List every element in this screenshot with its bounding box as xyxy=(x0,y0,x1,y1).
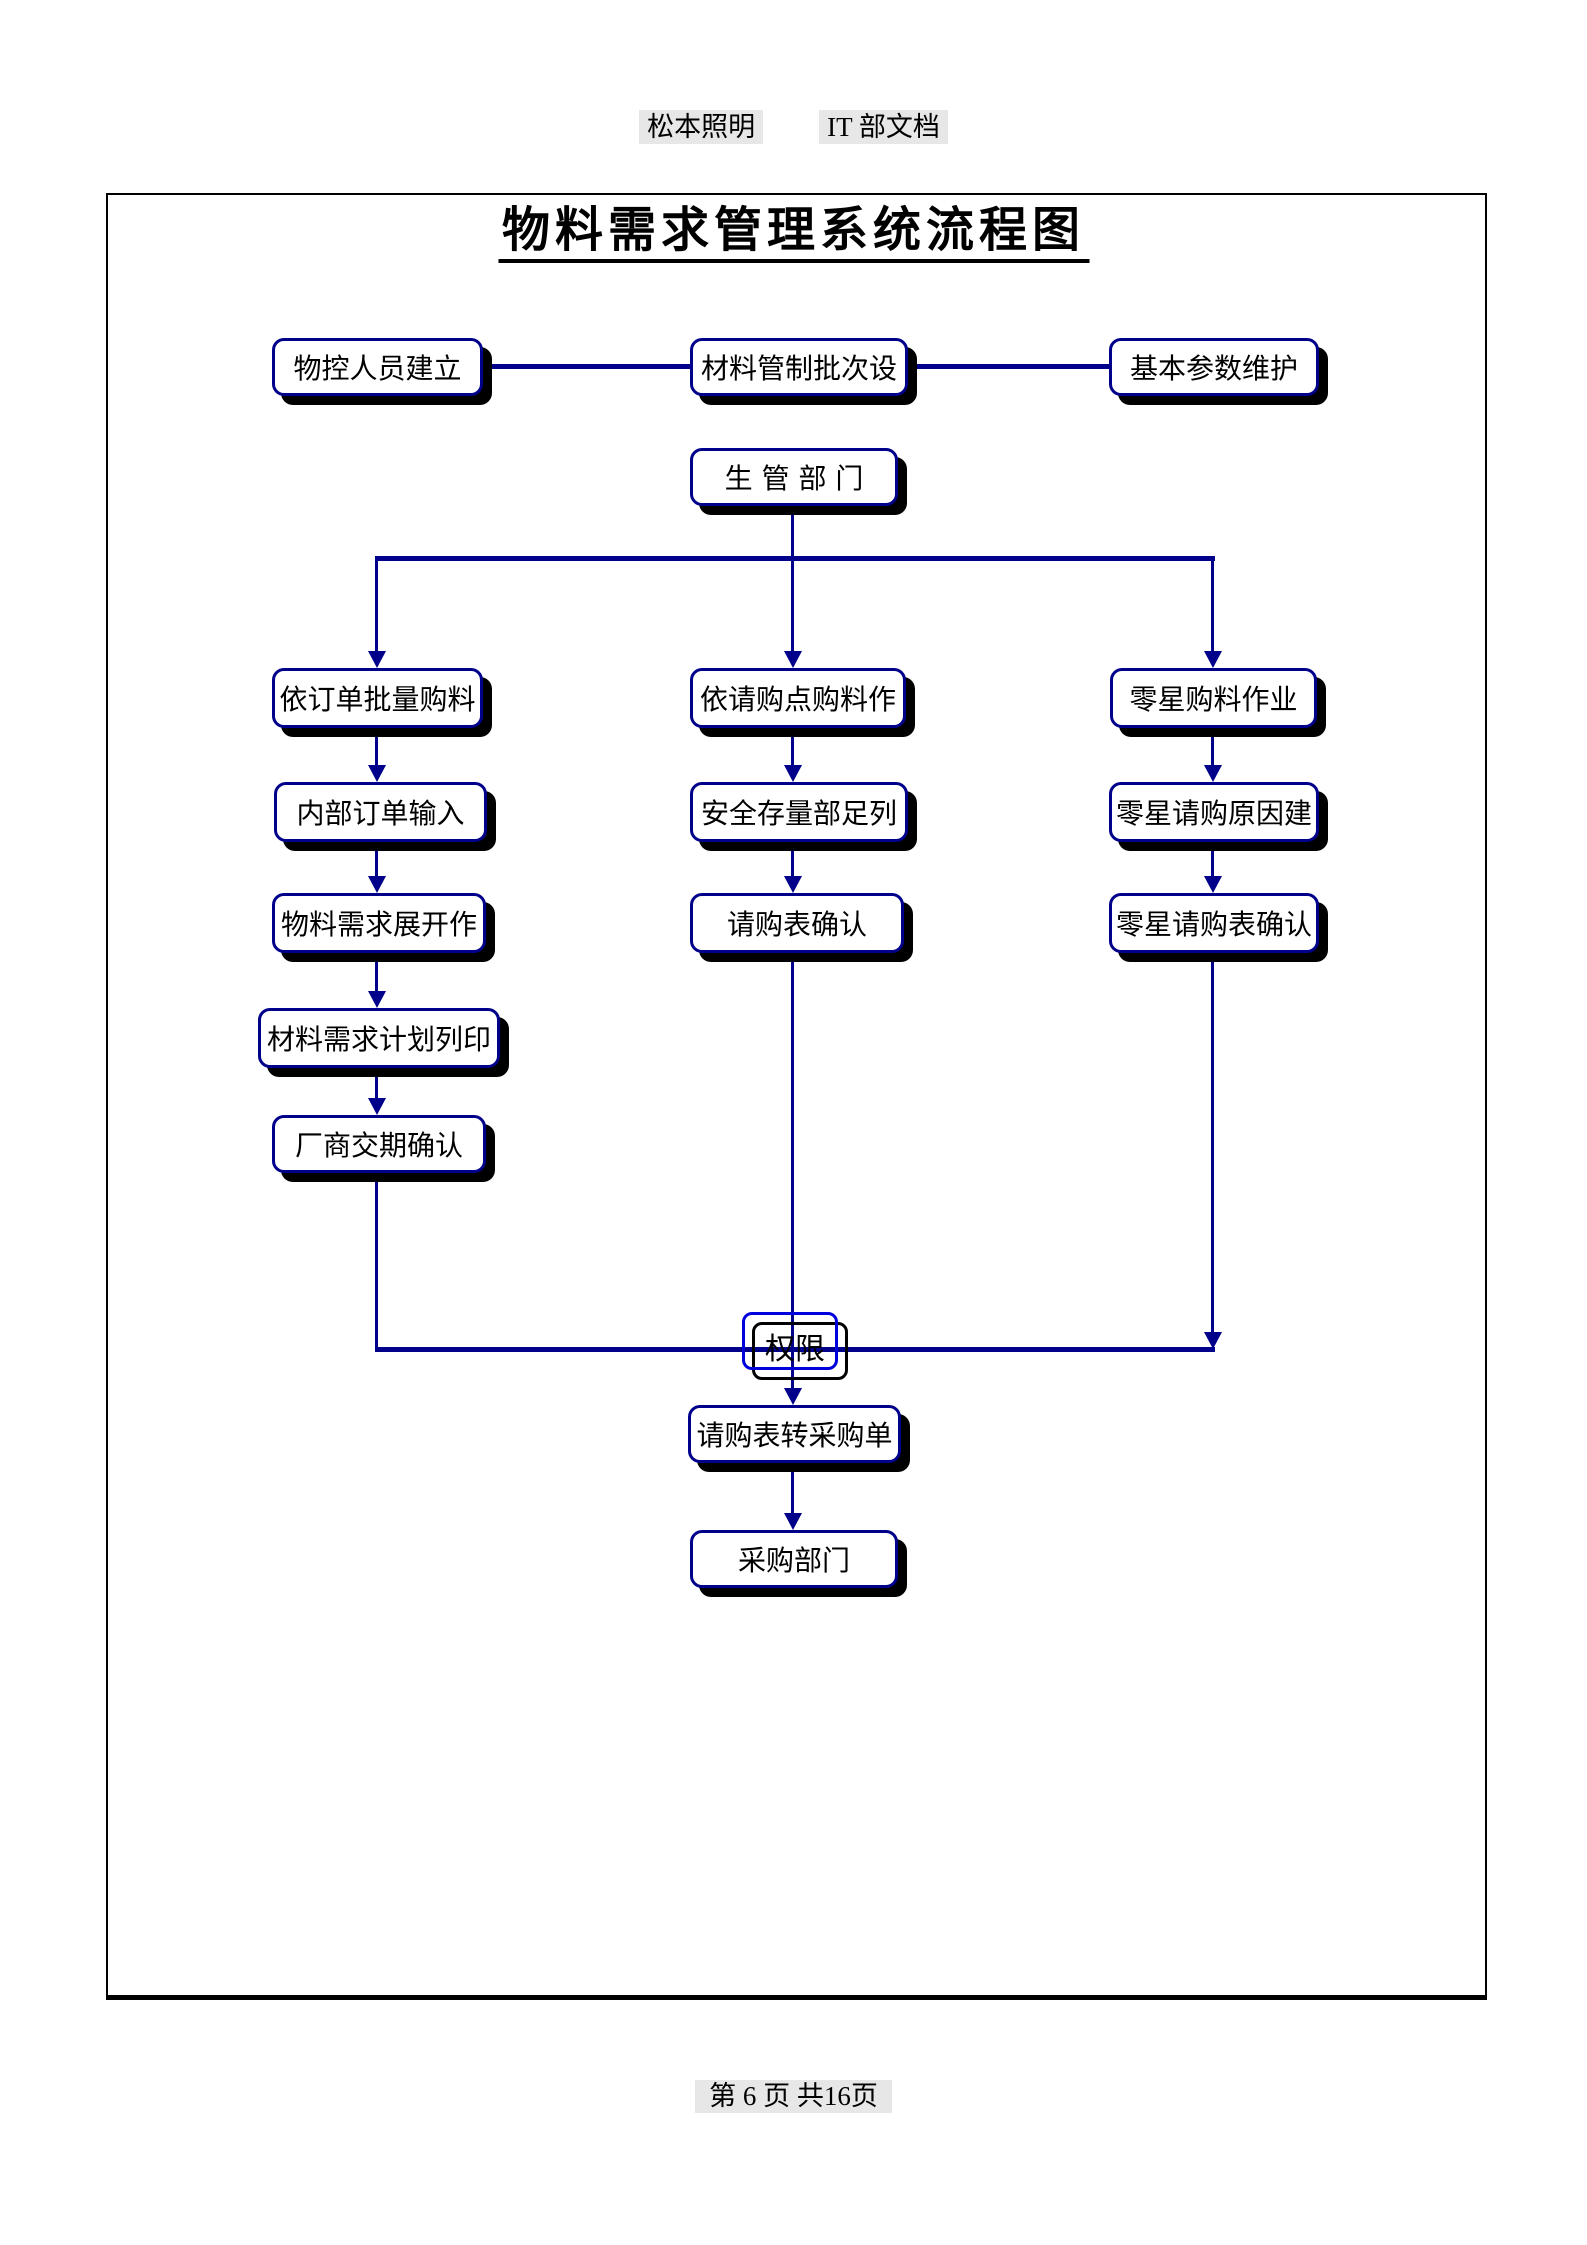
connector-left-to-merge xyxy=(375,1173,378,1351)
connector-branch-right xyxy=(1211,558,1214,652)
connector-left-3 xyxy=(375,953,378,993)
arrowhead-branch-center xyxy=(784,651,802,668)
node-material-requirement-expand: 物料需求展开作 xyxy=(272,893,486,953)
page-header: 松本照明 IT 部文档 xyxy=(0,110,1587,144)
connector-top-right xyxy=(908,364,1109,369)
node-internal-order-entry: 内部订单输入 xyxy=(274,782,487,842)
connector-left-2 xyxy=(375,842,378,878)
permission-box-outline-black xyxy=(752,1322,848,1380)
header-company-name: 松本照明 xyxy=(639,110,764,144)
connector-right-to-merge xyxy=(1211,953,1214,1335)
connector-distribution-bar xyxy=(375,556,1215,561)
header-doc-label: IT 部文档 xyxy=(819,110,948,144)
arrowhead-center-2 xyxy=(784,876,802,893)
connector-production-stem xyxy=(791,506,794,558)
node-order-batch-purchase: 依订单批量购料 xyxy=(272,668,483,728)
node-sporadic-purchase: 零星购料作业 xyxy=(1110,668,1317,728)
connector-center-1 xyxy=(791,728,794,767)
connector-right-1 xyxy=(1211,728,1214,767)
arrowhead-right-1 xyxy=(1204,765,1222,782)
node-mrp-plan-print: 材料需求计划列印 xyxy=(258,1008,500,1068)
node-request-to-purchase-order: 请购表转采购单 xyxy=(688,1405,901,1463)
node-safety-stock-shortage: 安全存量部足列 xyxy=(690,782,908,842)
node-reorder-point-purchase: 依请购点购料作 xyxy=(690,668,906,728)
arrowhead-center-to-po xyxy=(784,1388,802,1405)
arrowhead-left-4 xyxy=(368,1098,386,1115)
connector-right-2 xyxy=(1211,842,1214,878)
node-basic-parameter-maintenance: 基本参数维护 xyxy=(1109,338,1319,396)
permission-box-outline-blue xyxy=(742,1312,838,1370)
page-footer: 第 6 页 共16页 xyxy=(0,2080,1587,2113)
connector-left-1 xyxy=(375,728,378,767)
flowchart-title: 物料需求管理系统流程图 xyxy=(497,204,1090,263)
node-vendor-delivery-confirm: 厂商交期确认 xyxy=(272,1115,486,1173)
node-sporadic-request-confirm: 零星请购表确认 xyxy=(1109,893,1319,953)
arrowhead-left-1 xyxy=(368,765,386,782)
connector-center-2 xyxy=(791,842,794,878)
connector-branch-center xyxy=(791,558,794,652)
arrowhead-branch-right xyxy=(1204,651,1222,668)
node-material-control-setup: 物控人员建立 xyxy=(272,338,483,396)
connector-merge-bar xyxy=(375,1347,1215,1352)
arrowhead-right-to-merge xyxy=(1204,1332,1222,1349)
node-production-dept: 生 管 部 门 xyxy=(690,448,898,506)
page-number: 第 6 页 共16页 xyxy=(695,2080,892,2113)
connector-branch-left xyxy=(375,558,378,652)
connector-left-4 xyxy=(375,1068,378,1100)
connector-po-to-dept xyxy=(791,1463,794,1514)
node-purchase-dept: 采购部门 xyxy=(690,1530,898,1588)
flowchart-frame xyxy=(106,193,1487,2000)
arrowhead-center-1 xyxy=(784,765,802,782)
node-purchase-request-confirm: 请购表确认 xyxy=(690,893,904,953)
connector-center-to-po xyxy=(791,953,794,1389)
node-permission: 权限 xyxy=(765,1332,825,1367)
connector-top-left xyxy=(483,364,690,369)
arrowhead-branch-left xyxy=(368,651,386,668)
node-sporadic-request-reason: 零星请购原因建 xyxy=(1109,782,1319,842)
node-material-batch-setting: 材料管制批次设 xyxy=(690,338,908,396)
arrowhead-left-2 xyxy=(368,876,386,893)
arrowhead-right-2 xyxy=(1204,876,1222,893)
arrowhead-po-to-dept xyxy=(784,1513,802,1530)
arrowhead-left-3 xyxy=(368,991,386,1008)
